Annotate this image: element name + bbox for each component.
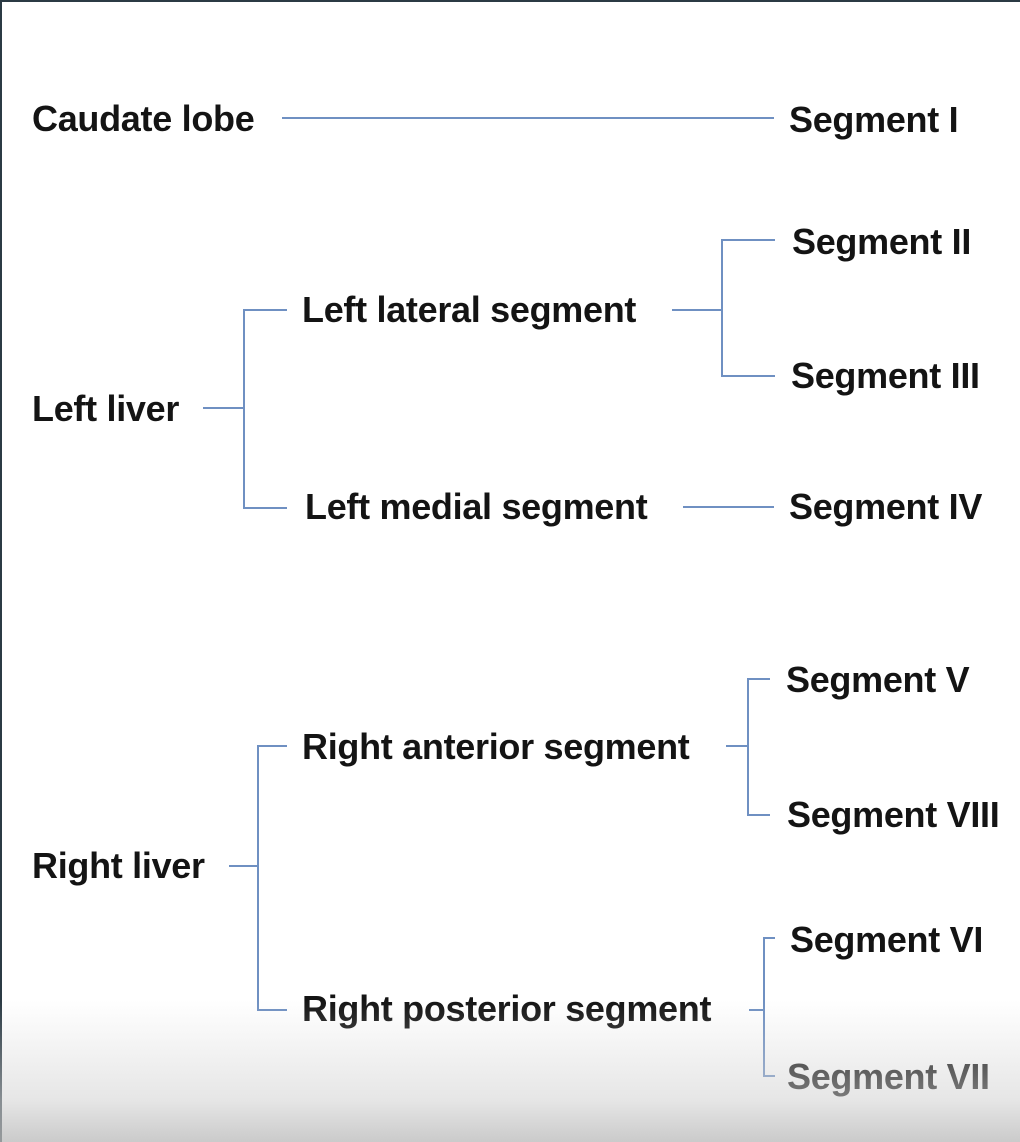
segment-viii-label: Segment VIII [787, 794, 1000, 835]
segment-iii-label: Segment III [791, 355, 980, 396]
connector-right-posterior-bracket [763, 937, 775, 1077]
left-liver-label: Left liver [32, 388, 180, 429]
segment-vi-label: Segment VI [790, 919, 984, 960]
segment-iv-label: Segment IV [789, 486, 983, 527]
connector-left-liver-bracket [243, 309, 287, 509]
caudate-lobe-label: Caudate lobe [32, 98, 255, 139]
frame-border-top [0, 0, 1020, 2]
frame-border-left [0, 0, 2, 1142]
left-lateral-segment-label: Left lateral segment [302, 289, 637, 330]
left-medial-segment-label: Left medial segment [305, 486, 648, 527]
segment-i-label: Segment I [789, 99, 959, 140]
segment-vii-label: Segment VII [787, 1056, 990, 1097]
right-liver-label: Right liver [32, 845, 205, 886]
connector-right-anterior-bracket [747, 678, 770, 816]
right-anterior-segment-label: Right anterior segment [302, 726, 690, 767]
segment-ii-label: Segment II [792, 221, 972, 262]
right-posterior-segment-label: Right posterior segment [302, 988, 712, 1029]
connector-left-lateral-bracket [721, 239, 775, 377]
segment-v-label: Segment V [786, 659, 970, 700]
connector-right-liver-bracket [257, 745, 287, 1011]
